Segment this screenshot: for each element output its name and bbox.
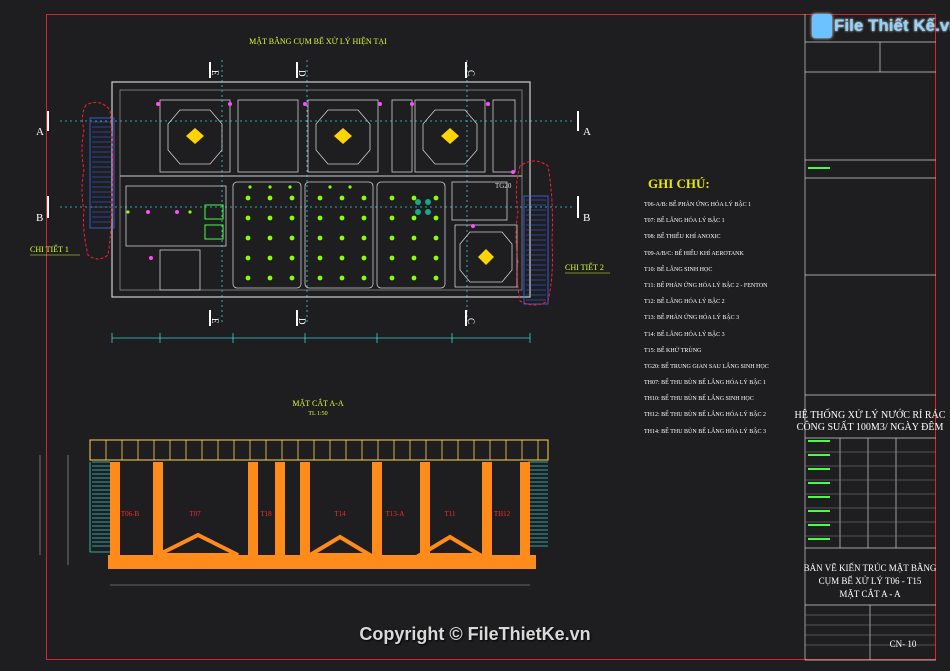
copyright-watermark: Copyright © FileThietKe.vn [359, 624, 591, 644]
notes-legend: GHI CHÚ: T06-A/B: BỂ PHẢN ỨNG HÓA LÝ BẬC… [644, 176, 769, 445]
tank-tg20-label: TG20 [495, 182, 512, 190]
note-item: T08: BỂ THIẾU KHÍ ANOXIC [644, 234, 721, 241]
section-title: MẶT CẮT A-A [292, 398, 343, 408]
note-item: T06-A/B: BỂ PHẢN ỨNG HÓA LÝ BẬC 1 [644, 202, 752, 208]
note-item: T11: BỂ PHẢN ỨNG HÓA LÝ BẬC 2 - FENTON [644, 282, 768, 289]
drawing-name-line3: MẶT CẮT A - A [839, 589, 901, 599]
drawing-name-line2: CỤM BỂ XỬ LÝ T06 - T15 [819, 576, 922, 586]
site-logo[interactable]: File Thiết Kế.vn [810, 10, 950, 44]
axis-label-c-top: C [466, 70, 476, 76]
axis-label-b-left: B [36, 212, 43, 224]
section-tank-label: T13-A [386, 510, 405, 518]
project-name-line2: CÔNG SUẤT 100M3/ NGÀY ĐÊM [797, 420, 944, 433]
note-item: T12: BỂ LẮNG HÓA LÝ BẬC 2 [644, 299, 725, 306]
note-item: TH14: BỂ THU BÙN BỂ LẮNG HÓA LÝ BẬC 3 [644, 428, 767, 435]
notes-title: GHI CHÚ: [648, 176, 710, 191]
note-item: TH10: BỂ THU BÙN BỂ LẮNG SINH HỌC [644, 396, 754, 403]
axis-label-d-top: D [297, 70, 307, 77]
detail-2-label: CHI TIẾT 2 [565, 262, 604, 272]
section-tank-label: T07 [189, 510, 201, 518]
axis-label-e-bottom: E [210, 318, 220, 324]
note-item: T07: BỂ LẮNG HÓA LÝ BẬC 1 [644, 218, 725, 225]
note-item: TG20: BỂ TRUNG GIAN SAU LẮNG SINH HỌC [644, 363, 769, 370]
plan-title: MẶT BẰNG CỤM BỂ XỬ LÝ HIỆN TẠI [249, 36, 387, 46]
note-item: T13: BỂ PHẢN ỨNG HÓA LÝ BẬC 3 [644, 315, 740, 322]
note-item: TH12: BỂ THU BÙN BỂ LẮNG HÓA LÝ BẬC 2 [644, 412, 767, 419]
note-item: T09-A/B/C: BỂ HIẾU KHÍ AEROTANK [644, 250, 744, 257]
logo-text: File Thiết Kế.vn [834, 16, 950, 35]
section-tank-label: T14 [334, 510, 346, 518]
note-item: TH07: BỂ THU BÙN BỂ LẮNG HÓA LÝ BẬC 1 [644, 380, 767, 387]
note-item: T15: BỂ KHỬ TRÙNG [644, 347, 702, 354]
drawing-border [46, 14, 936, 660]
axis-label-e-top: E [210, 70, 220, 76]
axis-label-d-bottom: D [297, 318, 307, 325]
detail-1-label: CHI TIẾT 1 [30, 244, 69, 254]
axis-label-a-right: A [583, 126, 591, 138]
notes-list: T06-A/B: BỂ PHẢN ỨNG HÓA LÝ BẬC 1 T07: BỂ… [644, 202, 769, 445]
note-item: T14: BỂ LẮNG HÓA LÝ BẬC 3 [644, 331, 725, 338]
section-tank-label: T06-B [121, 510, 140, 518]
section-scale: TL 1:50 [308, 411, 327, 417]
project-name-line1: HỆ THỐNG XỬ LÝ NƯỚC RỈ RÁC [795, 408, 946, 421]
drawing-name-line1: BẢN VẼ KIẾN TRÚC MẶT BẰNG [804, 563, 937, 573]
note-item: T10: BỂ LẮNG SINH HỌC [644, 266, 713, 273]
axis-label-a-left: A [36, 126, 44, 138]
axis-label-c-bottom: C [466, 318, 476, 324]
axis-label-b-right: B [583, 212, 590, 224]
section-tank-label: T18 [260, 510, 272, 518]
section-tank-label: T11 [444, 510, 456, 518]
sheet-number: CN- 10 [890, 639, 917, 649]
section-tank-label: TH12 [494, 510, 511, 518]
document-icon [812, 14, 832, 38]
